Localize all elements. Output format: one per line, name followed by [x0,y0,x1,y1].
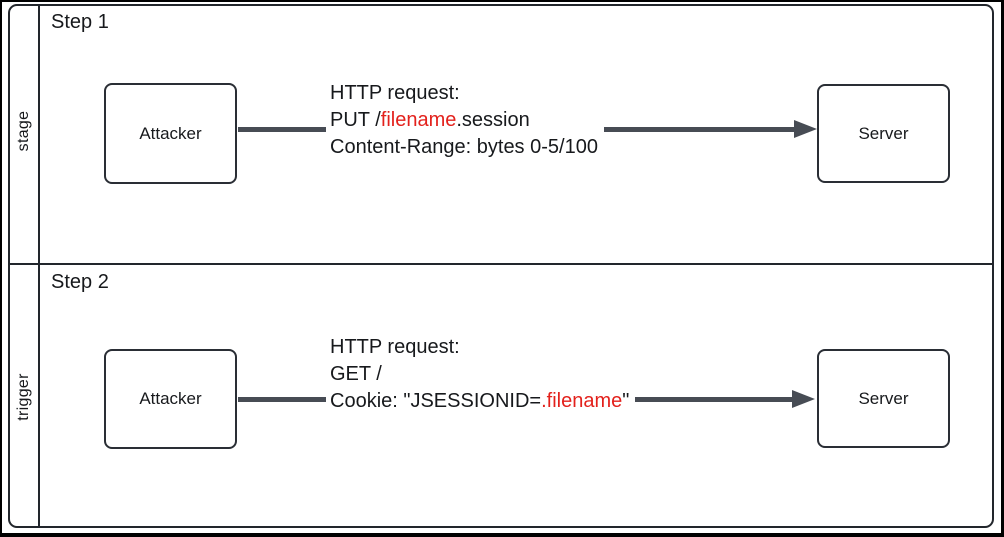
step2-title: Step 2 [51,271,109,293]
step1-attacker-label: Attacker [139,123,202,143]
step2-attacker-label: Attacker [139,389,202,408]
step1-server-label: Server [858,123,909,143]
step1-server-node: Server [817,84,950,183]
step1-arrow-head-icon [794,120,817,138]
step2-arrow-head-icon [792,390,815,408]
step2-request-line1: HTTP request: [330,336,460,358]
step2-attacker-node: Attacker [104,349,237,449]
step1-attacker-node: Attacker [104,83,237,184]
step2-server-label: Server [858,388,909,408]
row-label-stage: stage [15,110,32,152]
step2-http-request-text: HTTP request: GET / Cookie: "JSESSIONID=… [326,334,636,415]
step1-filename-highlight: filename [380,109,457,131]
row-label-trigger: trigger [15,373,32,421]
step1-http-request-text: HTTP request: PUT /filename.session Cont… [326,80,604,161]
swimlane-label-column-divider [38,4,40,528]
step1-request-line1: HTTP request: [330,82,460,104]
step2-filename-highlight: .filename [541,390,623,412]
stage-trigger-row-divider [8,263,994,265]
step1-request-line2: PUT /filename.session [330,109,530,131]
step1-title: Step 1 [51,11,109,33]
step2-server-node: Server [817,349,950,448]
step2-request-line2: GET / [330,363,382,385]
step1-request-line3: Content-Range: bytes 0-5/100 [330,136,598,158]
step2-request-line3: Cookie: "JSESSIONID=.filename" [330,390,630,412]
